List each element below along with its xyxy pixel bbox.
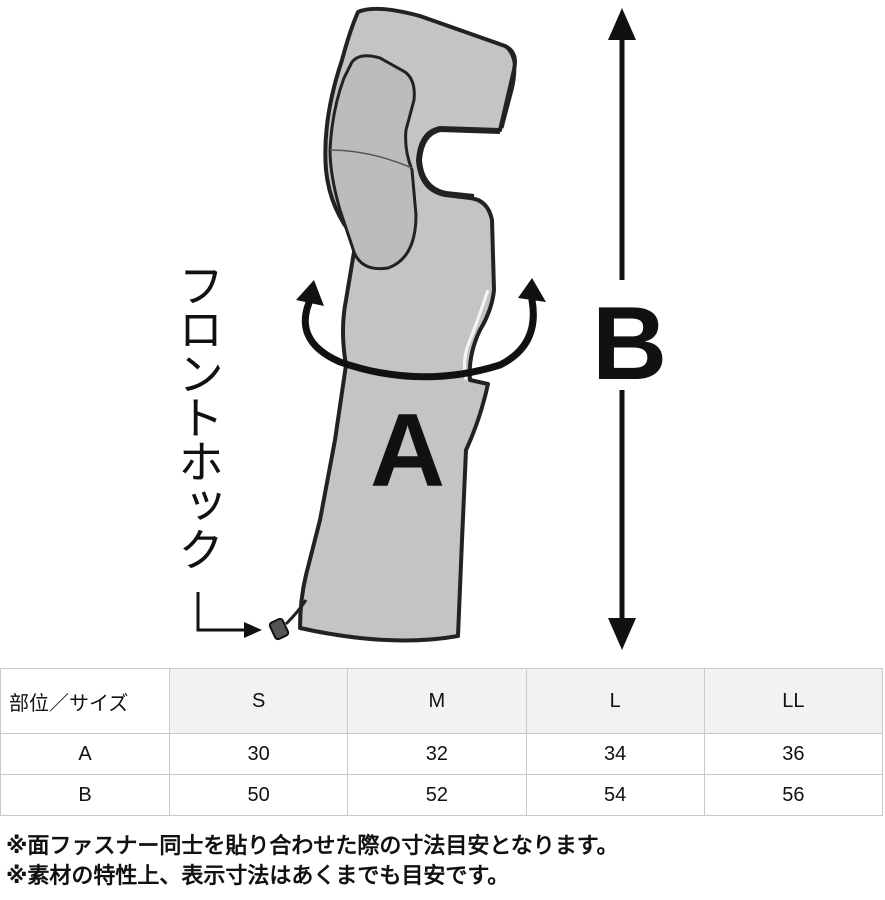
table-row: A 30 32 34 36 — [0, 733, 884, 775]
stitch-line — [462, 289, 490, 381]
front-hook-pointer — [196, 592, 248, 632]
front-hook-label: フロントホック — [171, 262, 225, 570]
note-line-1: ※面ファスナー同士を貼り合わせた際の寸法目安となります。 — [6, 834, 619, 859]
cell-a-ll: 36 — [703, 733, 884, 775]
dimension-a-label: A — [370, 393, 446, 509]
size-table: 部位／サイズ S M L LL A 30 32 34 36 B 50 52 54… — [0, 668, 884, 816]
rotation-arrow-head-right — [518, 278, 546, 302]
rotation-arrow — [301, 292, 537, 381]
cell-b-ll: 56 — [703, 774, 884, 816]
cell-b-m: 52 — [347, 774, 527, 816]
cell-b-l: 54 — [525, 774, 705, 816]
front-hook-icon — [268, 599, 308, 641]
row-label-b: B — [0, 774, 170, 816]
table-row: B 50 52 54 56 — [0, 774, 884, 816]
cell-a-s: 30 — [168, 733, 349, 775]
header-cell-l: L — [525, 668, 705, 734]
rotation-arrow-head-left — [296, 280, 324, 306]
cell-b-s: 50 — [168, 774, 349, 816]
b-arrow-head-top — [608, 8, 636, 40]
b-arrow-head-bottom — [608, 618, 636, 650]
palm-pad — [328, 54, 418, 271]
notes: ※面ファスナー同士を貼り合わせた際の寸法目安となります。 ※素材の特性上、表示寸… — [6, 832, 619, 892]
header-cell-m: M — [347, 668, 527, 734]
palm-pad-seam — [329, 149, 413, 169]
cell-a-m: 32 — [347, 733, 527, 775]
row-label-a: A — [0, 733, 170, 775]
cell-a-l: 34 — [525, 733, 705, 775]
thumb-hole — [417, 127, 501, 198]
wrist-support-illustration — [196, 6, 636, 650]
header-cell-s: S — [168, 668, 349, 734]
size-table-header-row: 部位／サイズ S M L LL — [0, 668, 884, 734]
product-diagram: フロントホック A B — [171, 6, 668, 650]
front-hook-pointer-head — [244, 622, 262, 638]
header-cell-part: 部位／サイズ — [0, 668, 170, 734]
note-line-2: ※素材の特性上、表示寸法はあくまでも目安です。 — [6, 864, 510, 889]
top-fold — [500, 44, 517, 129]
dimension-b-label: B — [592, 286, 668, 402]
header-cell-ll: LL — [703, 668, 884, 734]
